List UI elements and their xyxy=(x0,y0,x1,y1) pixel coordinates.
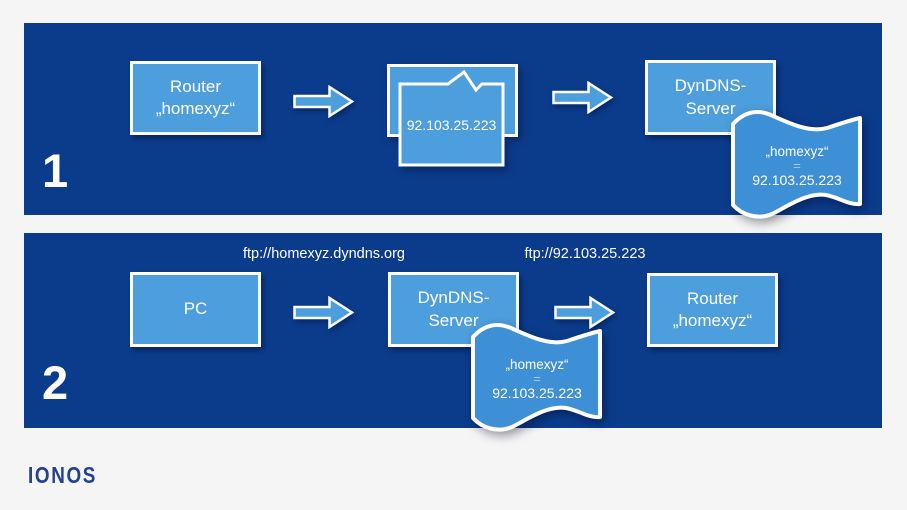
banner-equals: = xyxy=(793,158,801,173)
ionos-logo: IONOS xyxy=(28,462,97,488)
arrow-right-icon xyxy=(293,85,355,118)
router-label-line2: „homexyz“ xyxy=(155,99,236,118)
envelope-front xyxy=(398,69,505,167)
envelope-ip-text: 92.103.25.223 xyxy=(407,117,497,133)
step2-pc-box: PC xyxy=(130,272,261,347)
banner-equals: = xyxy=(533,371,541,386)
dyndns-label-line1: DynDNS- xyxy=(674,76,747,96)
step2-number: 2 xyxy=(42,356,69,409)
dyndns-label-line1: DynDNS- xyxy=(417,288,490,308)
pc-label: PC xyxy=(183,299,208,319)
wave-banner-icon: „homexyz“ = 92.103.25.223 xyxy=(731,110,862,219)
wave-banner-icon: „homexyz“ = 92.103.25.223 xyxy=(471,323,602,432)
dyndns-label-line2: Server xyxy=(428,310,479,330)
resolved-url-label: ftp://92.103.25.223 xyxy=(524,246,646,262)
banner-hostname: „homexyz“ xyxy=(505,357,568,372)
router-label-line1: Router xyxy=(686,288,739,308)
arrow-right-icon xyxy=(293,296,355,329)
dyndns-label-line2: Server xyxy=(685,98,736,118)
arrow-right-icon xyxy=(554,296,616,329)
step2-panel: 2 ftp://homexyz.dyndns.org PC DynDNS- Se… xyxy=(24,233,882,432)
step2-router-box: Router „homexyz“ xyxy=(647,273,778,347)
step1-number: 1 xyxy=(42,144,69,197)
router-label-line1: Router xyxy=(169,76,222,96)
request-url-label: ftp://homexyz.dyndns.org xyxy=(243,246,405,262)
step1-panel: 1 Router „homexyz“ 92.103.25.223 DynDNS-… xyxy=(24,23,882,219)
banner-ip: 92.103.25.223 xyxy=(752,172,842,188)
message-envelope-icon: 92.103.25.223 xyxy=(387,64,518,167)
arrow-right-icon xyxy=(552,81,614,114)
banner-hostname: „homexyz“ xyxy=(765,144,828,159)
step1-router-box: Router „homexyz“ xyxy=(130,61,261,135)
banner-ip: 92.103.25.223 xyxy=(492,385,582,401)
router-label-line2: „homexyz“ xyxy=(672,311,753,330)
